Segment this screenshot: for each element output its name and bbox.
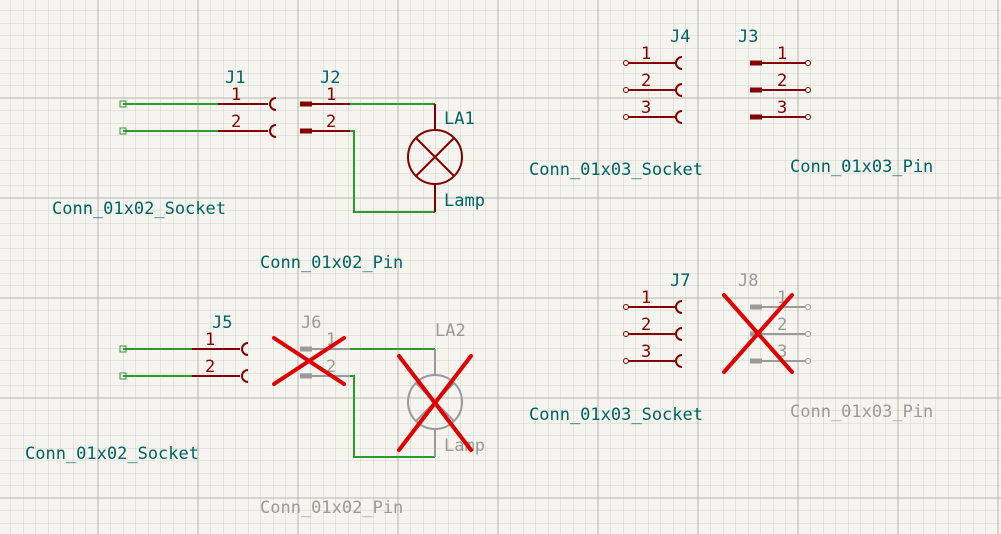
pin-number: 1: [205, 330, 215, 350]
symbol-value: Lamp: [444, 191, 485, 211]
pin-number: 2: [777, 71, 787, 91]
symbol-reference: LA2: [435, 321, 466, 341]
symbol-reference: J6: [301, 313, 321, 333]
dnp-cross-mark: [397, 354, 473, 452]
symbol-reference: J1: [225, 68, 245, 88]
symbol-value: Conn_01x03_Socket: [529, 405, 703, 425]
symbol-la2[interactable]: LA2 Lamp: [397, 321, 485, 457]
symbol-j5[interactable]: J5 1 2 Conn_01x02_Socket: [25, 313, 249, 464]
pin-number: 1: [326, 85, 336, 105]
symbol-value: Conn_01x03_Socket: [529, 160, 703, 180]
symbol-value: Conn_01x03_Pin: [790, 157, 933, 177]
wire-end-marker: [119, 345, 127, 353]
symbol-value: Conn_01x02_Pin: [260, 498, 403, 518]
symbols: J1 1 2 Conn_01x02_Socket J2 1 2 Conn_01x…: [25, 27, 933, 518]
pin-number: 1: [641, 288, 651, 308]
symbol-value: Conn_01x02_Socket: [52, 199, 226, 219]
dnp-cross-mark: [722, 293, 794, 374]
pin-number: 1: [231, 85, 241, 105]
symbol-reference: J7: [670, 271, 690, 291]
symbol-reference: J8: [738, 271, 758, 291]
symbol-j8[interactable]: J8 1 2 3 Conn_01x03_Pin: [722, 271, 933, 422]
pin-number: 3: [777, 98, 787, 118]
symbol-la1[interactable]: LA1 Lamp: [407, 104, 485, 212]
symbol-j7[interactable]: J7 1 2 3 Conn_01x03_Socket: [529, 271, 703, 425]
symbol-value: Conn_01x03_Pin: [790, 402, 933, 422]
pin-number: 2: [641, 315, 651, 335]
wire-end-marker: [119, 127, 127, 135]
pin-number: 2: [231, 112, 241, 132]
symbol-j2[interactable]: J2 1 2 Conn_01x02_Pin: [260, 68, 403, 273]
pin-number: 1: [641, 44, 651, 64]
symbol-value: Conn_01x02_Pin: [260, 253, 403, 273]
symbol-j3[interactable]: J3 1 2 3 Conn_01x03_Pin: [738, 27, 933, 177]
symbol-j4[interactable]: J4 1 2 3 Conn_01x03_Socket: [529, 27, 703, 180]
symbol-reference: J5: [212, 313, 232, 333]
pin-number: 3: [641, 98, 651, 118]
pin-number: 2: [777, 315, 787, 335]
pin-number: 1: [777, 44, 787, 64]
wire-end-marker: [119, 372, 127, 380]
symbol-value: Lamp: [444, 436, 485, 456]
symbol-reference: LA1: [444, 109, 475, 129]
pin-number: 2: [641, 71, 651, 91]
pin-number: 1: [777, 288, 787, 308]
pin-number: 3: [641, 342, 651, 362]
symbol-reference: J3: [738, 27, 758, 47]
symbol-j1[interactable]: J1 1 2 Conn_01x02_Socket: [52, 68, 277, 219]
pin-number: 3: [777, 342, 787, 362]
symbol-reference: J2: [320, 68, 340, 88]
pin-number: 2: [205, 357, 215, 377]
pin-number: 2: [326, 357, 336, 377]
pin-number: 1: [326, 330, 336, 350]
pin-number: 2: [326, 112, 336, 132]
wire-end-markers: [119, 100, 127, 380]
symbol-reference: J4: [670, 27, 690, 47]
symbol-j6[interactable]: J6 1 2 Conn_01x02_Pin: [260, 313, 403, 518]
dnp-cross-mark: [272, 336, 346, 386]
symbol-value: Conn_01x02_Socket: [25, 444, 199, 464]
wire-end-marker: [119, 100, 127, 108]
